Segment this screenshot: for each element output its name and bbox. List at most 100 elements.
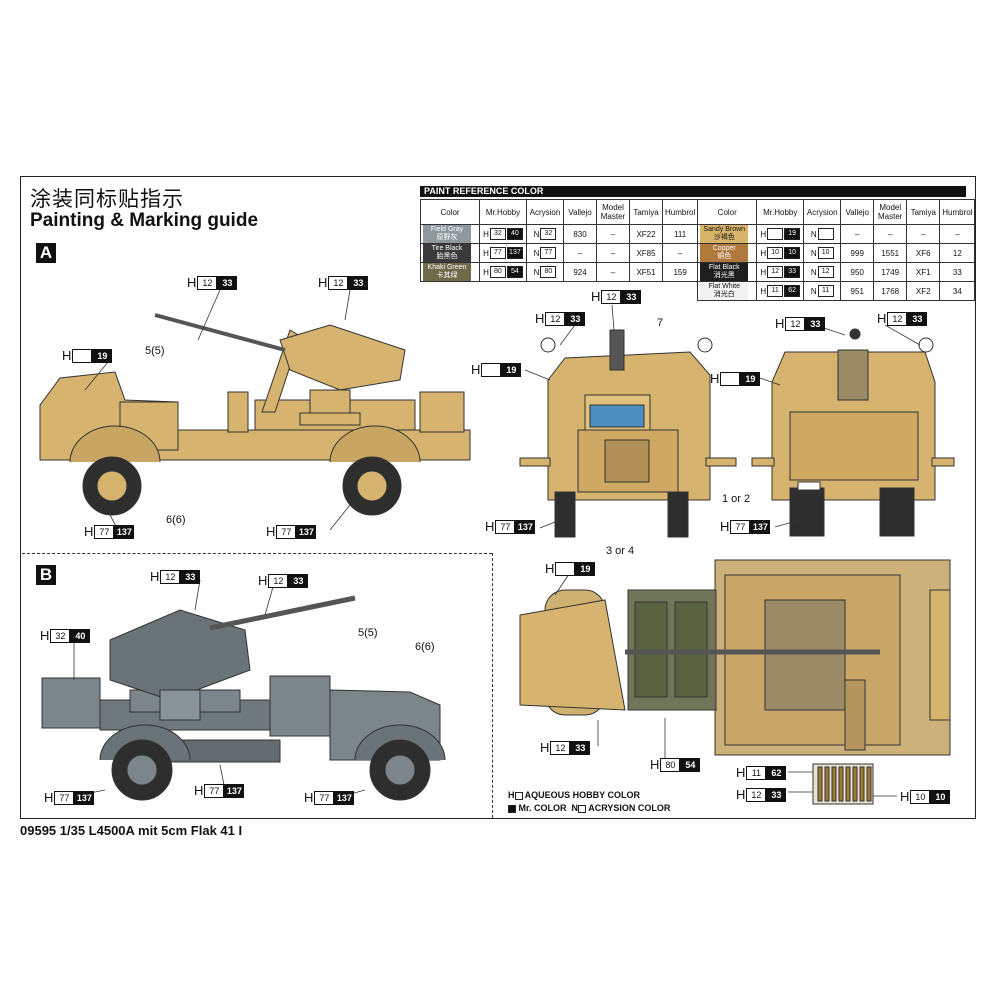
callout-h: H — [84, 524, 94, 539]
decal-label: 3 or 4 — [606, 545, 635, 557]
callout-code-a: 10 — [910, 789, 931, 804]
callout-h: H — [187, 275, 197, 290]
acrysion-code: 77 — [540, 247, 557, 259]
callout-h: H — [775, 316, 785, 331]
mrcolor-code: 33 — [784, 266, 801, 278]
callout-code-a: 77 — [94, 524, 115, 539]
color-name-cn: 原野灰 — [436, 234, 458, 241]
callout-code-a: 77 — [495, 519, 516, 534]
callout-code-a: 12 — [785, 316, 806, 331]
callout-h: H — [318, 275, 328, 290]
hobby-code: 12 — [767, 266, 784, 278]
callout-h: H — [150, 569, 160, 584]
shells-row — [812, 763, 874, 805]
color-name-cn: 消光白 — [713, 291, 735, 298]
decal-label: 6(6) — [166, 514, 186, 526]
color-name-cn: 铜色 — [717, 253, 732, 260]
decal-label: 5(5) — [145, 345, 165, 357]
callout-h: H — [545, 561, 555, 576]
callout-h: H — [736, 765, 746, 780]
callout-code-a: 12 — [601, 289, 622, 304]
color-name: Flat White — [708, 283, 740, 290]
mrcolor-code: 10 — [784, 247, 801, 259]
mrcolor-code: 40 — [506, 228, 523, 240]
callout-code-b: 33 — [348, 275, 369, 290]
vehicle-front-view — [519, 329, 737, 538]
color-name-cn: 消光黑 — [713, 272, 735, 279]
callout-h: H — [650, 757, 660, 772]
mrcolor-code: 137 — [506, 247, 523, 259]
color-name: Field Gray — [430, 226, 464, 233]
callout-h: H — [44, 790, 54, 805]
legend-mark: N — [571, 803, 579, 813]
callout-h: H — [877, 311, 887, 326]
callout-h: H — [535, 311, 545, 326]
legend-mrcolor: Mr. COLOR N ACRYSION COLOR — [508, 803, 670, 813]
paint-reference-table: Color Mr.Hobby Acrysion Vallejo Model Ma… — [420, 199, 976, 301]
color-name: Flat Black — [708, 264, 740, 271]
col-header: Acrysion — [526, 199, 564, 225]
vehicle-a-side — [39, 313, 471, 463]
callout-code-a: 77 — [730, 519, 751, 534]
callout-code-b: 54 — [680, 757, 701, 772]
legend-filled-box-icon — [508, 804, 516, 813]
acrysion-code — [817, 228, 834, 240]
callout-code-a — [720, 371, 741, 386]
color-name-cn: 卡其绿 — [436, 272, 458, 279]
section-b-badge: B — [36, 565, 56, 585]
callout-code-b: 33 — [766, 787, 787, 802]
callout-code-b: 137 — [515, 519, 536, 534]
humbrol-cell: 159 — [661, 262, 699, 282]
paint-table-title: PAINT REFERENCE COLOR — [420, 186, 966, 197]
acrysion-code: 10 — [817, 247, 834, 259]
callout-code-a: 12 — [550, 740, 571, 755]
mrcolor-code: 54 — [506, 266, 523, 278]
hobby-code: 77 — [489, 247, 506, 259]
callout-code-a — [555, 561, 576, 576]
callout-h: H — [62, 348, 72, 363]
acrysion-code: 11 — [817, 285, 834, 297]
humbrol-cell: 34 — [939, 281, 976, 301]
vehicle-top-view — [519, 559, 951, 756]
acrysion-code: 12 — [817, 266, 834, 278]
callout-code-a: 77 — [204, 783, 225, 798]
legend-text: Mr. COLOR — [518, 803, 567, 813]
section-a-badge: A — [36, 243, 56, 263]
legend-aqueous: H AQUEOUS HOBBY COLOR — [508, 790, 640, 800]
callout-code-b: 137 — [74, 790, 95, 805]
decal-label: 1 or 2 — [722, 493, 751, 505]
hobby-code: 11 — [767, 285, 784, 297]
callout-h: H — [720, 519, 730, 534]
callout-code-a: 77 — [314, 790, 335, 805]
callout-code-a: 77 — [276, 524, 297, 539]
callout-h: H — [591, 289, 601, 304]
legend-box-icon — [514, 791, 523, 800]
legend-box-icon — [578, 804, 587, 813]
callout-code-b: 62 — [766, 765, 787, 780]
callout-code-a: 80 — [660, 757, 681, 772]
callout-code-b: 19 — [501, 362, 522, 377]
callout-code-b: 33 — [180, 569, 201, 584]
acrysion-code: 80 — [540, 266, 557, 278]
callout-code-a: 77 — [54, 790, 75, 805]
